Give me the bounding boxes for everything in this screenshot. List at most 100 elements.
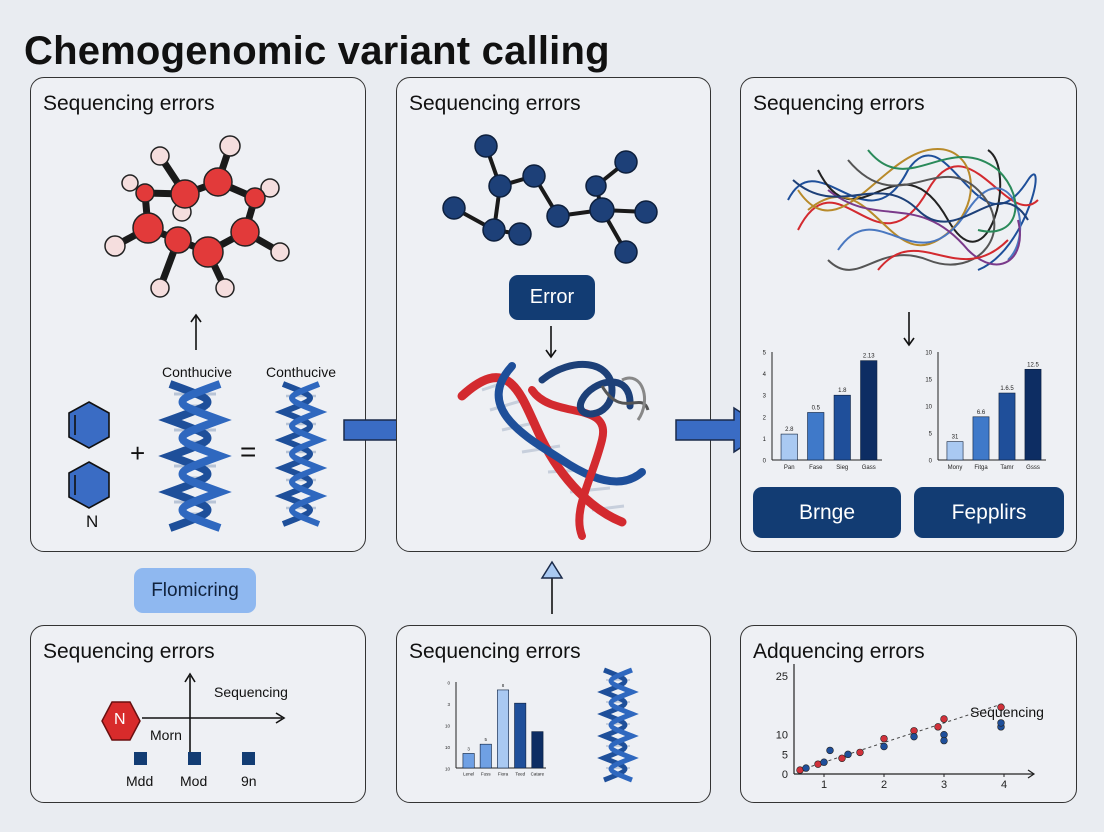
panel-title: Sequencing errors xyxy=(43,640,215,663)
data-point xyxy=(997,703,1005,711)
data-point xyxy=(910,732,918,741)
data-point xyxy=(826,746,834,755)
tick-label: 3 xyxy=(447,702,450,707)
bar xyxy=(946,441,964,461)
tick-label: 10 xyxy=(445,745,451,750)
tick-label: 0 xyxy=(929,459,933,465)
data-label: 1.6.5 xyxy=(1000,386,1014,392)
square-marker xyxy=(134,752,147,765)
category-label: Fuss xyxy=(481,772,492,777)
panel-axes-diagram: Sequencing errors xyxy=(30,625,366,803)
dna-helix-icon xyxy=(597,667,639,783)
data-point xyxy=(838,754,846,762)
tick-label: 25 xyxy=(776,671,788,683)
bar xyxy=(531,731,544,769)
panel-scatter: Adquencing errors xyxy=(740,625,1077,803)
label-n: N xyxy=(86,512,99,531)
dna-helix-icon xyxy=(158,380,232,532)
tick-label: 10 xyxy=(776,730,788,742)
label-conthucive-b: Conthucive xyxy=(266,364,337,380)
tick-label: 3 xyxy=(763,394,767,400)
data-point xyxy=(880,734,888,743)
tick-label: 4 xyxy=(1001,779,1007,791)
bar xyxy=(833,394,851,461)
category-label: Lenel xyxy=(463,772,474,777)
bar xyxy=(807,412,825,461)
tick-label: 10 xyxy=(445,724,451,729)
data-point xyxy=(997,719,1005,727)
bar xyxy=(479,743,492,769)
arrow-up-icon xyxy=(540,560,564,614)
tick-label: 10 xyxy=(925,351,932,357)
panel-title: Sequencing errors xyxy=(43,92,215,115)
axis-label-sequencing: Sequencing xyxy=(214,684,288,700)
tick-label: 0 xyxy=(763,459,767,465)
panel-bar-dna: Sequencing errors xyxy=(396,625,711,803)
bar xyxy=(1024,368,1042,461)
fepplirs-button[interactable]: Fepplirs xyxy=(914,487,1064,538)
category-label: Pan xyxy=(784,465,795,471)
category-label: Sieg xyxy=(836,465,848,471)
tick-label: 10 xyxy=(925,405,932,411)
panel-title: Sequencing errors xyxy=(409,92,581,115)
data-point xyxy=(802,764,810,772)
equals-sign: = xyxy=(240,436,257,467)
data-point xyxy=(820,758,828,766)
data-label: 1.8 xyxy=(838,388,847,394)
data-point xyxy=(934,723,942,731)
category-label: Teed xyxy=(515,772,525,777)
molecule-blue-icon xyxy=(442,134,658,264)
category-label: Fitga xyxy=(974,465,988,471)
tick-label: 0 xyxy=(782,769,788,781)
axes-icon xyxy=(142,672,286,764)
tick-label: 5 xyxy=(782,749,788,761)
category-label: Gass xyxy=(862,465,876,471)
plus-sign: + xyxy=(130,438,146,468)
square-marker xyxy=(242,752,255,765)
molecule-red-icon xyxy=(104,135,290,298)
data-label: 0.5 xyxy=(812,405,821,411)
data-label: 2.8 xyxy=(785,427,794,433)
tick-label: 15 xyxy=(925,378,932,384)
data-label: 12.5 xyxy=(1027,362,1039,368)
data-label: 5 xyxy=(485,737,488,742)
brnge-button[interactable]: Brnge xyxy=(753,487,901,538)
label-conthucive-a: Conthucive xyxy=(162,364,233,380)
arrow-up-icon xyxy=(190,313,202,350)
dna-helix-icon xyxy=(274,381,328,527)
bar xyxy=(972,416,990,461)
data-point xyxy=(940,736,948,745)
bar xyxy=(780,433,798,461)
tick-label: 3 xyxy=(941,779,947,791)
category-label: Fiora xyxy=(498,772,509,777)
item-label: Mod xyxy=(180,773,208,789)
tick-label: 0 xyxy=(447,681,450,686)
hexagon-icon xyxy=(68,401,110,509)
category-label: Mony xyxy=(948,465,963,471)
label-morn: Morn xyxy=(150,727,182,743)
x-axis-arrow xyxy=(1027,769,1036,779)
error-button[interactable]: Error xyxy=(509,275,595,320)
tick-label: 2 xyxy=(763,415,767,421)
item-label: Mdd xyxy=(126,773,154,789)
item-label: 9n xyxy=(241,773,257,789)
page-title: Chemogenomic variant calling xyxy=(24,29,610,73)
category-label: Fase xyxy=(809,465,823,471)
tick-label: 2 xyxy=(881,779,887,791)
hexagon-n-icon xyxy=(101,701,141,741)
data-point xyxy=(856,748,864,757)
data-label: 2.13 xyxy=(863,354,875,360)
bar xyxy=(998,392,1016,461)
data-point xyxy=(940,715,948,723)
category-label: Catare xyxy=(531,772,545,777)
data-label: 6.6 xyxy=(977,410,986,416)
bar xyxy=(497,689,509,769)
flomicring-button[interactable]: Flomicring xyxy=(134,568,256,613)
tick-label: 4 xyxy=(763,372,767,378)
panel-title: Sequencing errors xyxy=(409,640,581,663)
tick-label: 1 xyxy=(821,779,827,791)
category-label: Gsss xyxy=(1026,465,1040,471)
